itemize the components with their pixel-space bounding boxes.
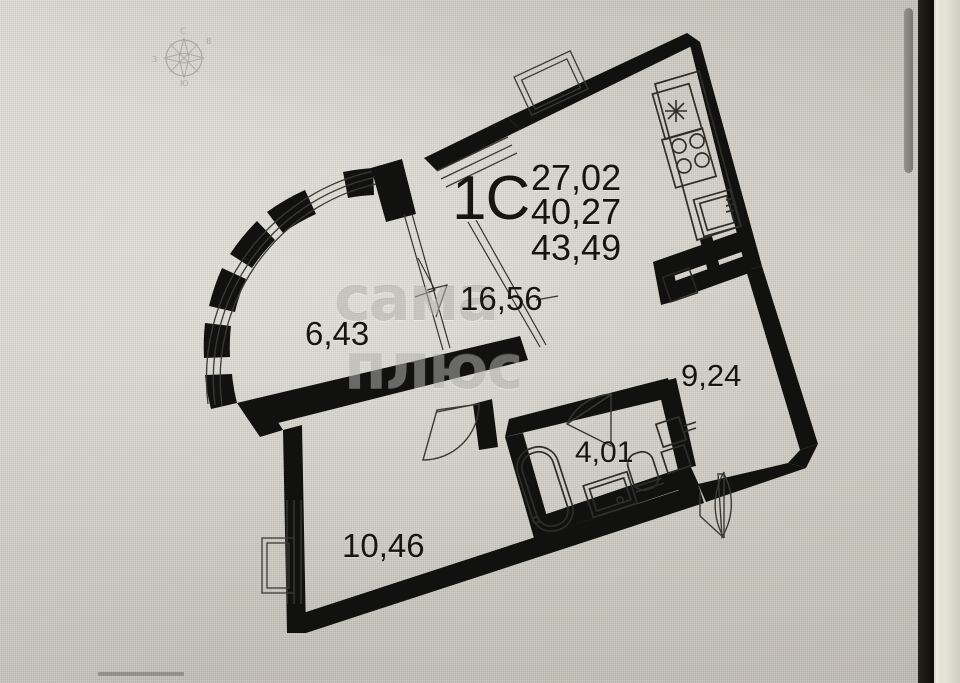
- room-area-bathroom: 4,01: [575, 436, 634, 469]
- area-total-with-balcony: 43,49: [531, 227, 622, 268]
- area-living: 27,02: [531, 157, 622, 198]
- room-area-bedroom: 10,46: [342, 527, 425, 564]
- floor-plan-drawing: [203, 33, 818, 633]
- bathroom-fixtures: [516, 415, 697, 533]
- exterior-walls: [283, 33, 818, 633]
- windows: [261, 50, 589, 604]
- bezel-highlight: [936, 0, 941, 683]
- apartment-type-code: 1C: [452, 164, 530, 233]
- room-area-balcony: 6,43: [305, 315, 370, 352]
- scrollbar-thumb[interactable]: [904, 8, 913, 173]
- room-area-kitchen-living: 16,56: [460, 280, 543, 317]
- room-area-hall: 9,24: [681, 358, 742, 393]
- screen-edge-dark: [918, 0, 934, 683]
- floor-plan-paper: [0, 0, 918, 683]
- curved-balcony-wall: [203, 168, 387, 437]
- svg-text:З: З: [152, 55, 157, 64]
- kitchen-fixtures: [651, 69, 743, 242]
- svg-text:B: B: [206, 37, 212, 46]
- sink-icon: [665, 100, 687, 122]
- doors: [403, 213, 732, 540]
- area-total: 40,27: [531, 191, 622, 232]
- svg-text:C: C: [180, 27, 186, 37]
- svg-text:Ю: Ю: [180, 79, 189, 88]
- hall-niche-detail: [661, 267, 699, 303]
- compass-rose-icon: C B Ю З: [152, 27, 212, 88]
- page-bottom-mark: [98, 672, 184, 676]
